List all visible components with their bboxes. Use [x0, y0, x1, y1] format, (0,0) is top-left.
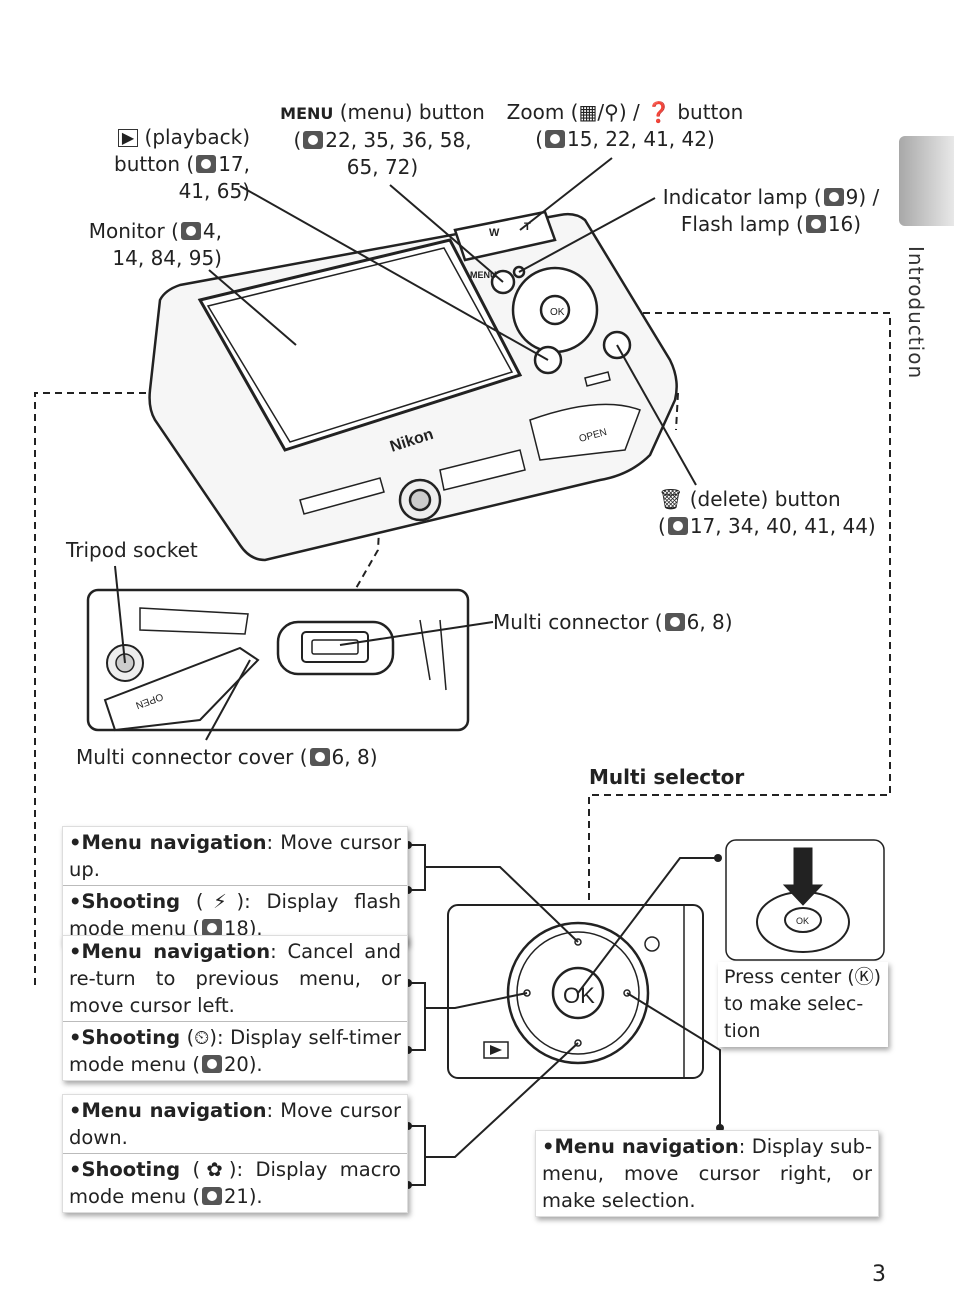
list-item: •Menu navigation: Display sub-menu, move… — [542, 1135, 872, 1212]
up-direction-box: •Menu navigation: Move cursor up. •Shoot… — [62, 826, 408, 945]
reference-icon — [309, 748, 330, 766]
svg-text:OK: OK — [563, 983, 595, 1008]
reference-icon — [823, 188, 844, 206]
zoom-button-label: Zoom (▦/⚲) / ❓ button (15, 22, 41, 42) — [506, 100, 744, 151]
left-direction-box: •Menu navigation: Cancel and re-turn to … — [62, 935, 408, 1081]
multi-connector-cover-label: Multi connector cover (6, 8) — [76, 745, 378, 769]
delete-button-label: 🗑 (delete) button (17, 34, 40, 41, 44) — [658, 487, 876, 538]
monitor-label: Monitor (4, 14, 84, 95) — [88, 219, 222, 270]
press-center-text: Press center (Ⓚ) to make selec-tion — [724, 966, 882, 1042]
list-item: •Shooting (⏲): Display self-timer mode m… — [63, 1021, 407, 1080]
help-icon: ❓ — [646, 100, 671, 124]
reference-icon — [667, 517, 688, 535]
reference-icon — [664, 613, 685, 631]
right-direction-box: •Menu navigation: Display sub-menu, move… — [535, 1130, 879, 1217]
page-number: 3 — [872, 1262, 886, 1287]
svg-text:T: T — [524, 221, 531, 233]
trash-icon: 🗑 — [658, 487, 684, 511]
list-item: •Shooting (⚡): Display flash mode menu (… — [63, 885, 407, 944]
reference-icon — [545, 130, 566, 148]
svg-text:OK: OK — [796, 916, 809, 926]
thumbnail-icon: ▦ — [578, 100, 598, 124]
svg-text:W: W — [489, 227, 500, 239]
reference-icon — [202, 1187, 223, 1205]
svg-text:OK: OK — [550, 307, 565, 318]
menu-button-label: MENU (menu) button (22, 35, 36, 58, 65, … — [280, 100, 485, 179]
playback-button-label: ▶ (playback) button (17, 41, 65) — [114, 125, 250, 203]
tripod-socket-label: Tripod socket — [66, 538, 198, 562]
reference-icon — [202, 1055, 223, 1073]
press-center-box: Press center (Ⓚ) to make selec-tion — [718, 962, 888, 1047]
reference-icon — [303, 131, 324, 149]
reference-icon — [202, 919, 223, 937]
playback-icon: ▶ — [117, 129, 139, 147]
press-center-illustration — [725, 839, 885, 961]
camera-body — [148, 210, 678, 562]
list-item: •Menu navigation: Move cursor down. — [69, 1099, 401, 1149]
multi-connector-label: Multi connector (6, 8) — [493, 610, 733, 634]
list-item: •Menu navigation: Cancel and re-turn to … — [69, 940, 401, 1017]
list-item: •Shooting (✿): Display macro mode menu (… — [63, 1153, 407, 1212]
reference-icon — [196, 155, 217, 173]
multi-selector-heading: Multi selector — [589, 765, 745, 789]
indicator-lamp-label: Indicator lamp (9) / Flash lamp (16) — [662, 185, 880, 236]
list-item: •Menu navigation: Move cursor up. — [69, 831, 401, 881]
section-tab-label: Introduction — [904, 246, 928, 380]
connector-inset — [86, 588, 470, 732]
down-direction-box: •Menu navigation: Move cursor down. •Sho… — [62, 1094, 408, 1213]
section-tab — [899, 136, 954, 226]
reference-icon — [805, 215, 826, 233]
svg-text:MENU: MENU — [470, 270, 497, 280]
magnify-icon: ⚲ — [604, 100, 619, 124]
reference-icon — [180, 222, 201, 240]
